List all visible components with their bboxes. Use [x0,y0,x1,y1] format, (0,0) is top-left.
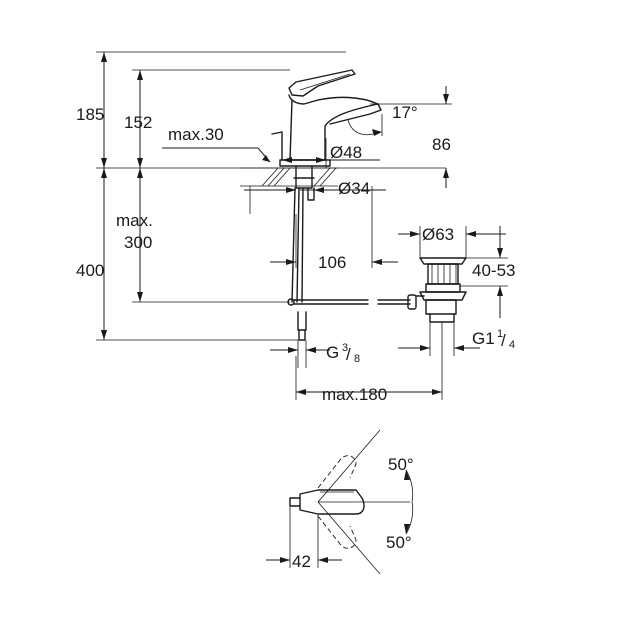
label-max180: max.180 [322,385,387,404]
label-185: 185 [76,105,104,124]
pop-up-rod [287,294,417,310]
label-152: 152 [124,113,152,132]
counter-top [240,167,338,187]
label-dia63: Ø63 [422,225,454,244]
label-86: 86 [432,135,451,154]
faucet-body [289,99,382,161]
g38-slash: / [346,345,351,364]
label-max30: max.30 [168,125,224,144]
g114-numerator: 1 [497,328,503,340]
g114-base: G1 [472,329,495,348]
g38-numerator: 3 [342,342,348,354]
g38-denominator: 8 [354,353,360,365]
label-106: 106 [318,253,346,272]
label-angle-50-top: 50° [388,455,414,474]
arrowheads [101,52,503,395]
label-dia34: Ø34 [338,179,370,198]
dimension-labels: 185 152 17° 86 max.30 Ø48 Ø34 max. 300 4… [76,103,515,571]
top-view-handle [299,489,365,515]
g114-denominator: 4 [509,339,515,351]
label-400: 400 [76,261,104,280]
label-max300-line2: 300 [124,233,152,252]
label-42: 42 [292,552,311,571]
waste-valve [415,257,467,323]
label-dia48: Ø48 [330,143,362,162]
label-g-3-8: G 3 / 8 [326,342,360,365]
g114-slash: / [501,331,506,350]
label-g-1-1-4: G1 1 / 4 [472,328,515,351]
label-angle-50-bottom: 50° [386,533,412,552]
faucet-side-view [271,69,382,341]
lever-handle [288,69,356,97]
g38-base: G [326,343,339,362]
label-angle-17: 17° [392,103,418,122]
top-view [266,429,414,575]
label-40-53: 40-53 [472,261,515,280]
label-max300-line1: max. [116,211,153,230]
